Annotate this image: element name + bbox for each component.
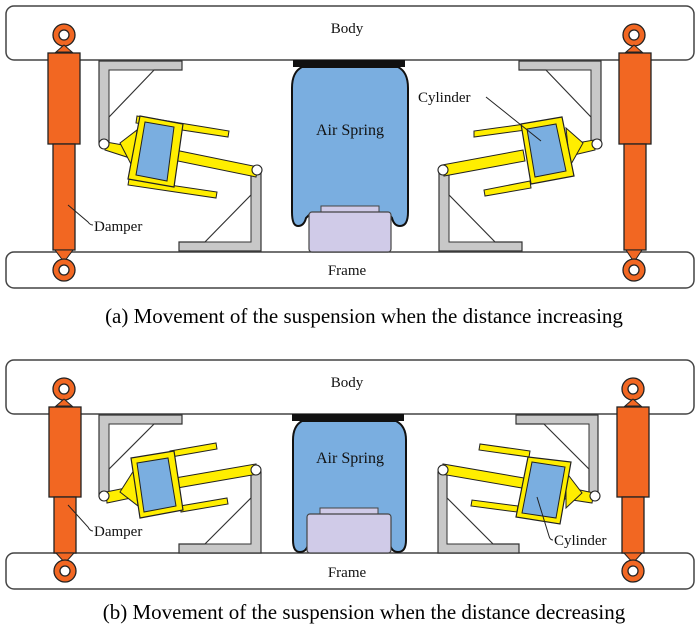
- frame-label: Frame: [328, 565, 367, 581]
- cylinder-left: [98, 115, 263, 199]
- frame-label: Frame: [328, 263, 367, 279]
- body-label: Body: [331, 21, 364, 37]
- caption-b: (b) Movement of the suspension when the …: [103, 600, 626, 624]
- caption-a: (a) Movement of the suspension when the …: [105, 304, 623, 328]
- cylinder-label: Cylinder: [554, 533, 607, 549]
- air-spring-label: Air Spring: [316, 122, 384, 139]
- damper-right: [618, 23, 652, 282]
- damper-left: [48, 377, 82, 583]
- cylinder-left: [98, 442, 262, 519]
- damper-leader-line: [67, 504, 94, 532]
- cylinder-leader-line: [485, 96, 542, 142]
- air-spring-label: Air Spring: [316, 450, 384, 467]
- damper-right: [616, 377, 650, 583]
- cylinder-label: Cylinder: [418, 90, 471, 106]
- air-spring: Air Spring: [291, 60, 409, 253]
- damper-label: Damper: [94, 219, 142, 235]
- damper-leader-line: [67, 204, 94, 226]
- body-label: Body: [331, 375, 364, 391]
- cylinder-right: [437, 443, 601, 525]
- damper-left: [47, 23, 81, 282]
- panel-b: Body Frame Damper: [5, 359, 695, 624]
- cylinder-leader-line: [536, 496, 554, 541]
- air-spring: Air Spring: [292, 414, 407, 554]
- cylinder-right: [437, 116, 603, 197]
- damper-label: Damper: [94, 524, 142, 540]
- panel-a: Body Frame Damper: [5, 5, 695, 328]
